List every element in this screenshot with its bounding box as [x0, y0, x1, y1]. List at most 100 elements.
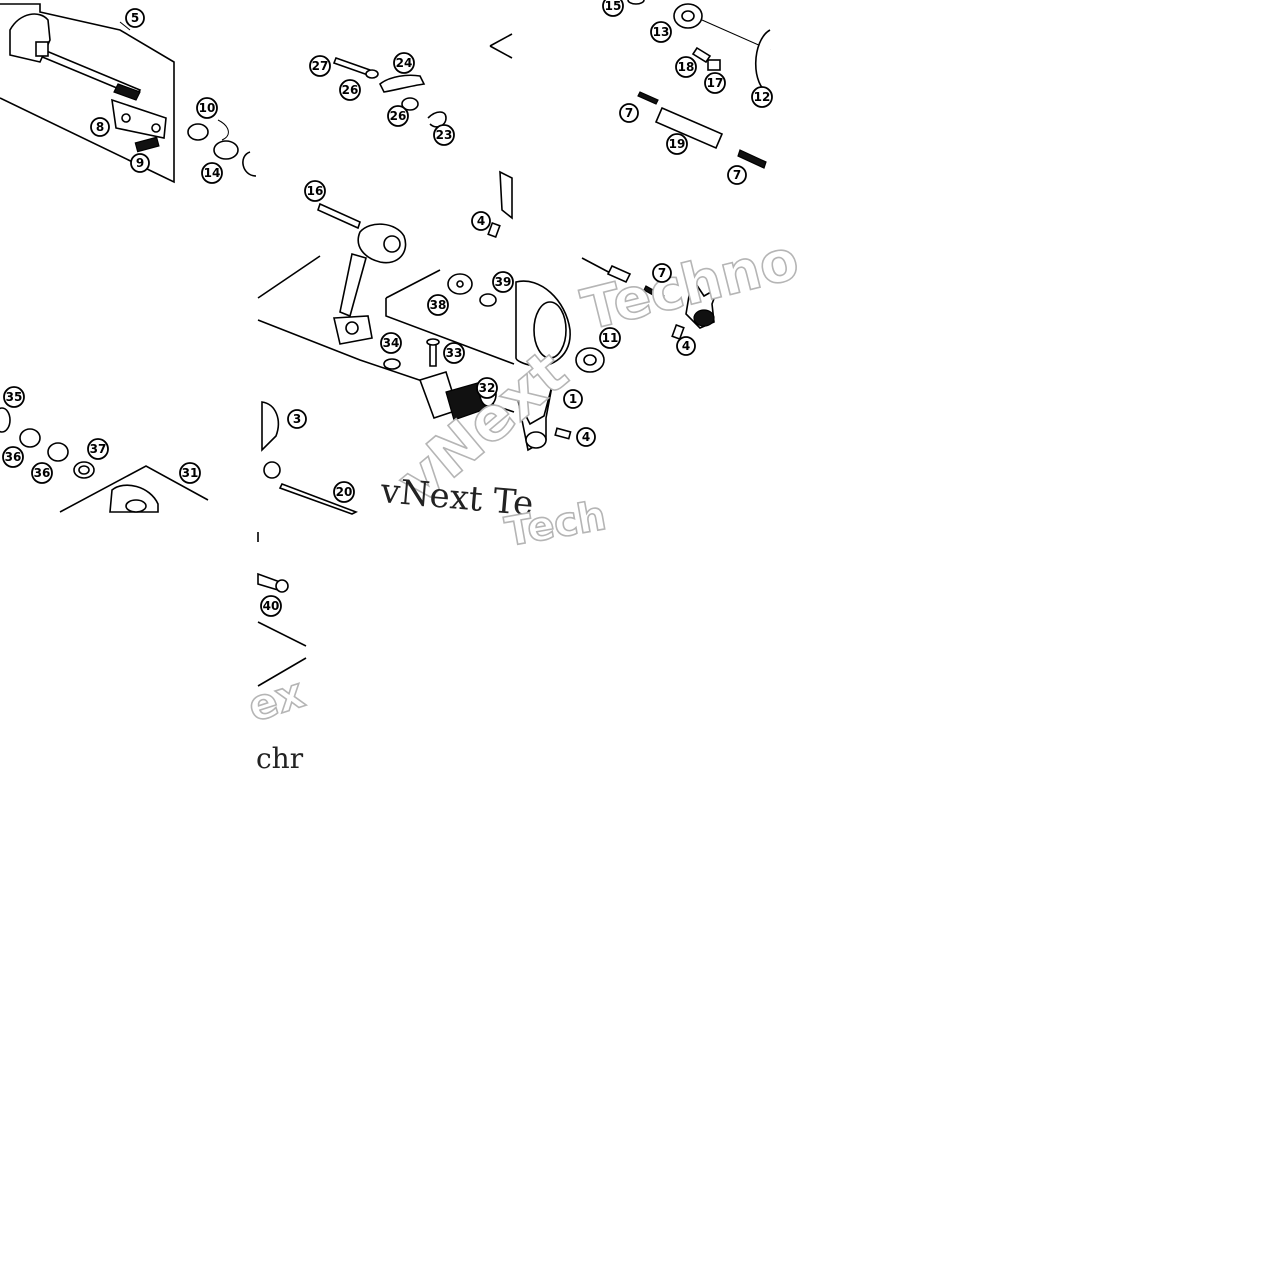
callout-circle	[333, 481, 355, 503]
callout-number: 26	[390, 109, 407, 123]
callout-number: 18	[678, 60, 695, 74]
callout-1: 1	[563, 389, 583, 409]
callout-number: 3	[293, 412, 301, 426]
callout-4-top: 4	[471, 211, 491, 231]
callout-circle	[704, 72, 726, 94]
callout-circle	[3, 386, 25, 408]
callout-circle	[309, 55, 331, 77]
callout-14: 14	[201, 162, 223, 184]
callout-circle	[476, 377, 498, 399]
callout-number: 4	[682, 339, 690, 353]
callout-circle	[179, 462, 201, 484]
callout-35: 35	[3, 386, 25, 408]
tile-shift-shaft	[0, 3, 257, 184]
callout-circle	[492, 271, 514, 293]
callout-26b: 26	[387, 105, 409, 127]
callout-circle	[2, 446, 24, 468]
tile-drum-fork	[515, 257, 720, 452]
callout-24: 24	[393, 52, 415, 74]
callout-18: 18	[675, 56, 697, 78]
callout-circle	[619, 103, 639, 123]
callout-number: 38	[430, 298, 447, 312]
callout-number: 19	[669, 137, 686, 151]
callout-circle	[563, 389, 583, 409]
callout-number: 36	[5, 450, 22, 464]
callout-circle	[393, 52, 415, 74]
callout-number: 37	[90, 442, 107, 456]
callout-circle	[260, 595, 282, 617]
tile-gearshift-arm	[257, 202, 515, 515]
callout-number: 34	[383, 336, 400, 350]
callout-number: 11	[602, 331, 619, 345]
callout-number: 7	[625, 106, 633, 120]
callout-12: 12	[751, 86, 773, 108]
callout-4-low: 4	[576, 427, 596, 447]
callout-number: 7	[733, 168, 741, 182]
callout-38: 38	[427, 294, 449, 316]
callout-36b: 36	[31, 462, 53, 484]
callout-number: 5	[131, 11, 139, 25]
callout-number: 40	[263, 599, 280, 613]
callout-31: 31	[179, 462, 201, 484]
callout-number: 33	[446, 346, 463, 360]
callout-number: 17	[707, 76, 724, 90]
callout-37: 37	[87, 438, 109, 460]
callout-circle	[433, 124, 455, 146]
callout-number: 12	[754, 90, 771, 104]
callout-7-right: 7	[727, 165, 747, 185]
callout-number: 14	[204, 166, 221, 180]
callout-number: 9	[136, 156, 144, 170]
callout-32: 32	[476, 377, 498, 399]
callout-7-mid: 7	[652, 263, 672, 283]
tile-shift-drum	[627, 0, 771, 169]
callout-39: 39	[492, 271, 514, 293]
tile-stopper-arm	[332, 33, 513, 239]
callout-circle	[387, 105, 409, 127]
callout-number: 20	[336, 485, 353, 499]
callout-number: 31	[182, 466, 199, 480]
callout-circle	[201, 162, 223, 184]
callout-circle	[676, 336, 696, 356]
callout-circle	[87, 438, 109, 460]
callout-circle	[130, 153, 150, 173]
tile-detent	[0, 407, 209, 513]
callout-circle	[602, 0, 624, 17]
callout-circle	[90, 117, 110, 137]
callout-circle	[471, 211, 491, 231]
callout-circle	[287, 409, 307, 429]
callout-17: 17	[704, 72, 726, 94]
callout-circle	[652, 263, 672, 283]
callout-number: 16	[307, 184, 324, 198]
callout-3: 3	[287, 409, 307, 429]
watermark-techno: Techno	[576, 227, 805, 343]
callout-circle	[31, 462, 53, 484]
callout-number: 8	[96, 120, 104, 134]
callout-19: 19	[666, 133, 688, 155]
callout-number: 10	[199, 101, 216, 115]
callout-16: 16	[304, 180, 326, 202]
callout-number: 23	[436, 128, 453, 142]
callout-circle	[427, 294, 449, 316]
tile-bolt	[257, 532, 307, 687]
callout-circle	[443, 342, 465, 364]
callout-20: 20	[333, 481, 355, 503]
callout-10: 10	[196, 97, 218, 119]
callout-circle	[675, 56, 697, 78]
callout-number: 4	[477, 214, 485, 228]
callout-number: 35	[6, 390, 23, 404]
callout-11: 11	[599, 327, 621, 349]
callout-number: 39	[495, 275, 512, 289]
callout-number: 7	[658, 266, 666, 280]
callout-circle	[380, 332, 402, 354]
callout-26a: 26	[339, 79, 361, 101]
callout-4-mid: 4	[676, 336, 696, 356]
watermark-ex: ex	[242, 668, 310, 732]
callout-number: 4	[582, 430, 590, 444]
callout-circle	[650, 21, 672, 43]
callout-27: 27	[309, 55, 331, 77]
callout-circle	[125, 8, 145, 28]
callout-5: 5	[125, 8, 145, 28]
callout-circle	[576, 427, 596, 447]
callout-circle	[599, 327, 621, 349]
